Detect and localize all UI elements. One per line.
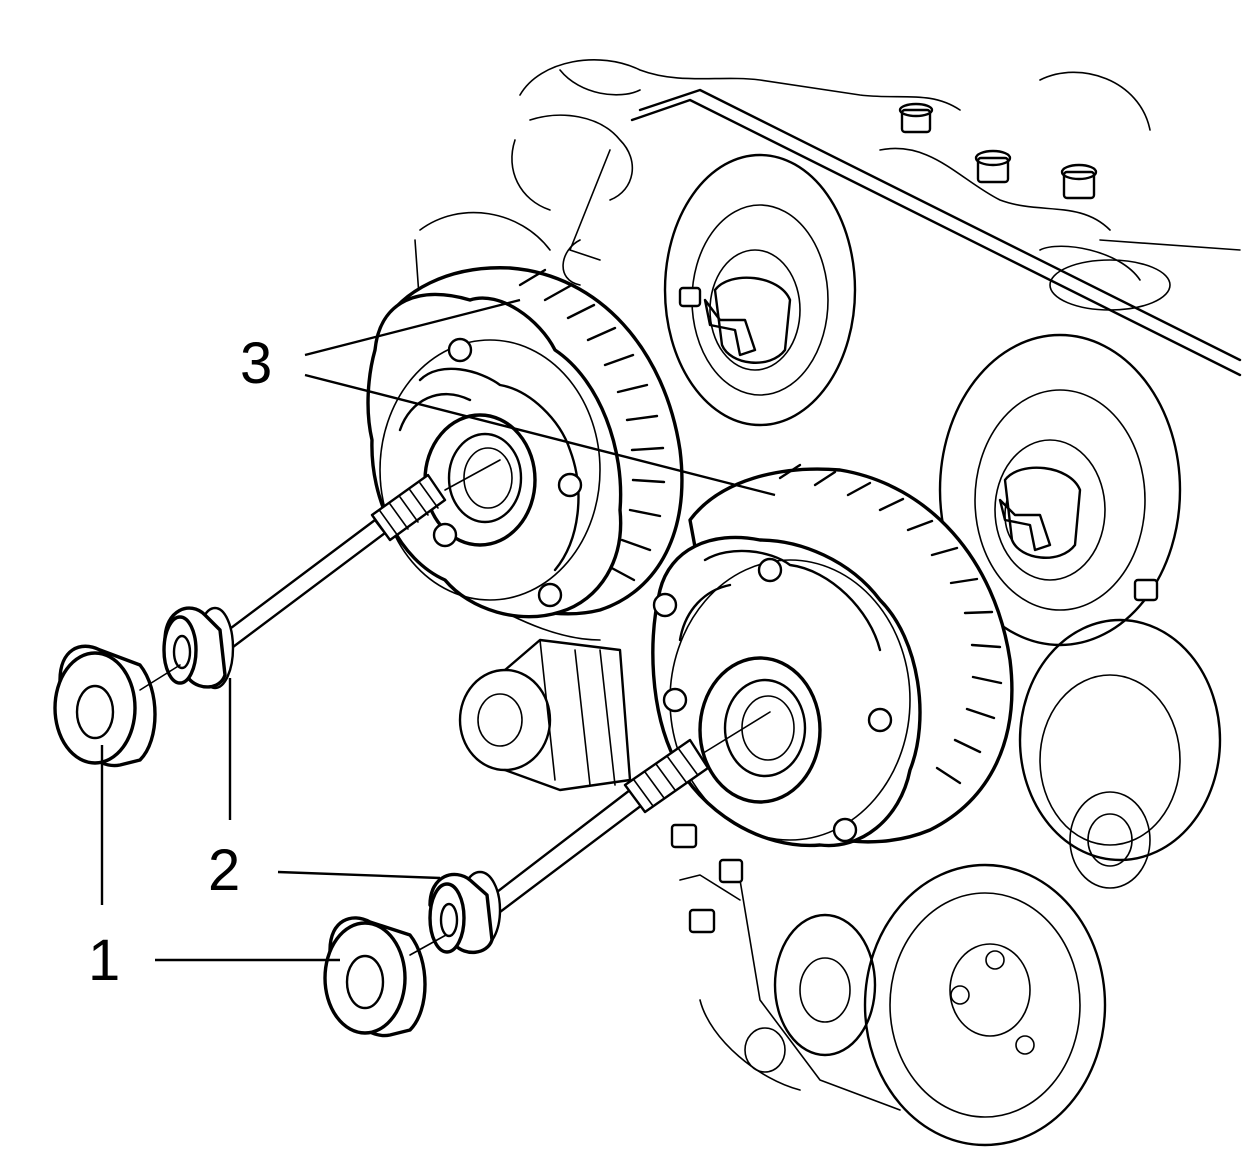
actuator-bolt-lower <box>478 711 771 920</box>
camshaft-nose-upper <box>678 276 792 364</box>
engine-block-background <box>414 59 1242 1147</box>
cover-bolt-icon <box>974 149 1012 184</box>
plug-lower <box>323 916 447 1038</box>
callout-label-2: 2 <box>208 838 240 903</box>
cover-bolt-icon <box>898 102 934 134</box>
spacer-upper <box>162 606 235 690</box>
nut-icon <box>670 823 698 849</box>
spacer-lower <box>428 870 502 954</box>
camshaft-actuator-lower <box>651 463 1014 848</box>
callout-leaders <box>100 298 776 962</box>
nut-icon <box>718 858 744 884</box>
camshaft-nose-lower <box>998 466 1082 559</box>
nut-icon <box>688 908 716 934</box>
cover-bolt-icon <box>1060 163 1098 200</box>
camshaft-actuator-upper <box>366 266 684 619</box>
plug-upper <box>53 644 181 768</box>
callout-label-3: 3 <box>240 331 272 396</box>
callout-label-1: 1 <box>88 928 120 993</box>
actuator-bolt-upper <box>213 459 501 655</box>
dowel-pin-icon <box>678 286 702 308</box>
nut-icon <box>1133 578 1159 602</box>
